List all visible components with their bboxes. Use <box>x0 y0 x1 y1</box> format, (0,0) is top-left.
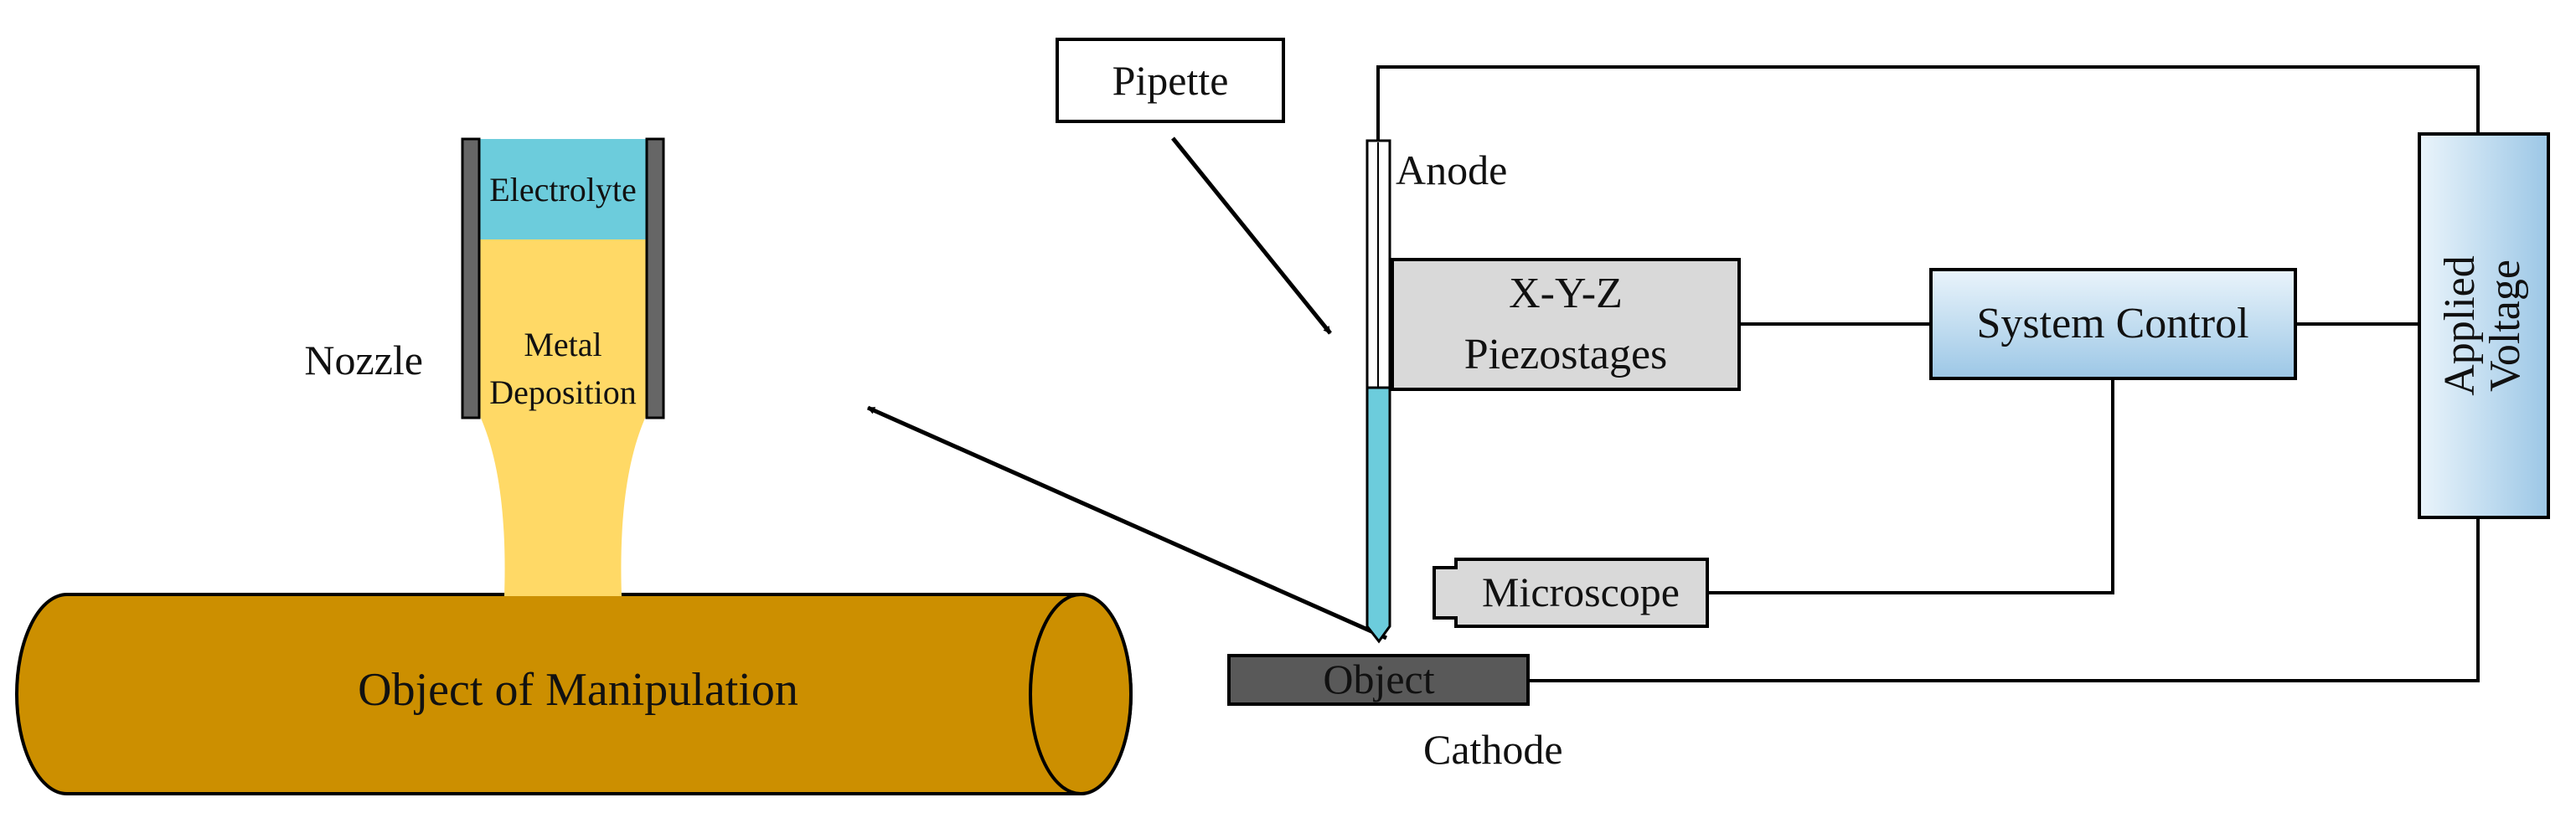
pipette-label-box <box>1056 38 1285 123</box>
object-of-manipulation-cylinder <box>15 593 1133 795</box>
system-control-box <box>1929 268 2297 380</box>
nozzle-wall-left <box>461 137 481 419</box>
microscope-shape <box>1433 558 1709 628</box>
system-control-label: System Control <box>1976 300 2248 347</box>
pipette-tube-lower <box>1365 386 1391 644</box>
piezostage-label-line1: X-Y-Z <box>1509 270 1623 317</box>
electrolyte-region <box>479 139 647 239</box>
piezostage-label-line2: Piezostages <box>1464 331 1668 378</box>
nozzle-label: Nozzle <box>304 337 423 383</box>
cylinder-end-cap <box>1029 593 1133 795</box>
magnify-arrow <box>866 405 1388 641</box>
object-label: Object <box>1323 656 1434 702</box>
pipette-arrow <box>1171 136 1332 335</box>
metal-label-line2: Deposition <box>489 373 637 411</box>
electrolyte-label: Electrolyte <box>489 171 636 208</box>
wiring <box>1376 65 2480 682</box>
metal-label-line1: Metal <box>524 326 601 363</box>
cathode-label: Cathode <box>1423 726 1563 773</box>
applied-voltage-label-line1: Applied <box>2436 255 2484 396</box>
piezostage-box <box>1391 258 1741 391</box>
object-of-manipulation-label: Object of Manipulation <box>358 664 798 716</box>
microscope-label: Microscope <box>1482 568 1680 615</box>
wire-cathode-to-voltage <box>1528 517 2480 682</box>
wire-anode-to-voltage <box>1376 65 2480 142</box>
pipette-label: Pipette <box>1112 57 1229 104</box>
metal-deposition-stream <box>479 239 647 596</box>
object-block <box>1227 654 1530 706</box>
applied-voltage-label-line2: Voltage <box>2481 260 2529 392</box>
nozzle-wall-right <box>645 137 665 419</box>
wire-control-to-microscope <box>1707 377 2114 594</box>
applied-voltage-box <box>2418 132 2550 519</box>
anode-label: Anode <box>1396 147 1507 193</box>
